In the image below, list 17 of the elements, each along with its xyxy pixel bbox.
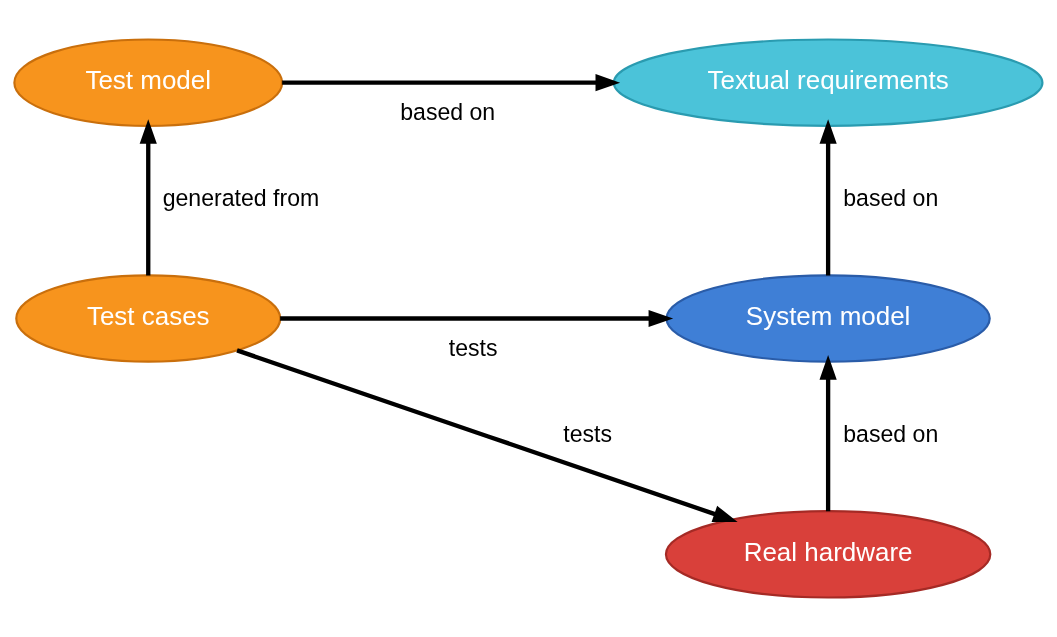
node-ellipse: Test cases [15, 274, 282, 363]
edge-label: tests [448, 334, 498, 361]
node-ellipse: Test model [13, 38, 284, 127]
edge-label: based on [400, 98, 496, 125]
arrow [236, 348, 738, 523]
edge-label: tests [563, 420, 612, 447]
arrow [819, 355, 837, 512]
arrow [282, 74, 621, 92]
node-ellipse: Real hardware [664, 510, 992, 599]
edge-label: based on [843, 420, 939, 447]
node-ellipse: System model [665, 274, 991, 363]
arrow [139, 119, 157, 276]
edge-label: generated from [162, 185, 320, 212]
arrow [280, 309, 674, 328]
arrow [819, 119, 837, 276]
node-ellipse: Textual requirements [612, 38, 1044, 127]
edge-label: based on [843, 185, 939, 212]
